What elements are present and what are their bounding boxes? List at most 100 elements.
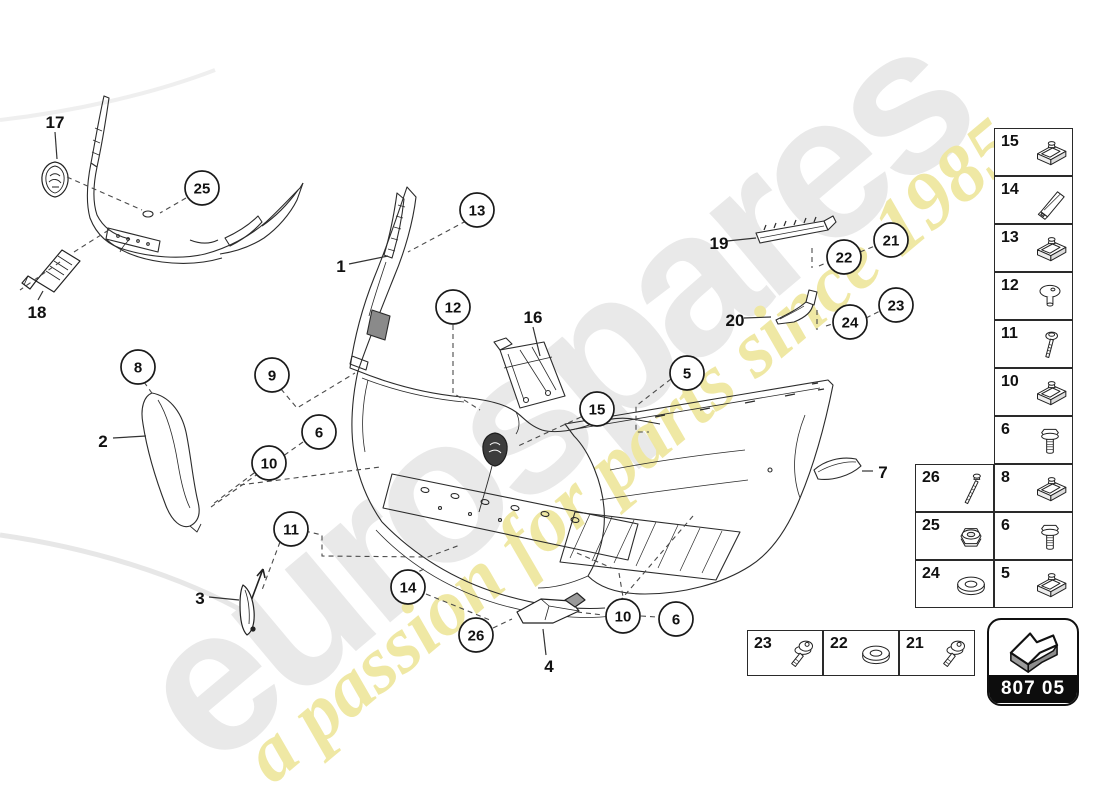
callout-label-7[interactable]: 7 [878,463,887,482]
callout-label-1[interactable]: 1 [336,257,345,276]
svg-text:8: 8 [134,359,142,376]
nut-icon [960,528,982,547]
washer-icon [957,576,985,596]
callout-circle-21[interactable]: 21 [873,222,909,258]
legend-part-number: 24 [922,565,940,582]
callout-label-3[interactable]: 3 [195,589,204,608]
callout-circle-10[interactable]: 10 [251,445,287,481]
callout-circle-6[interactable]: 6 [301,414,337,450]
bolt-icon [1041,524,1059,550]
bracket-3 [239,568,266,636]
screw-icon [1045,331,1058,358]
washer-icon [862,645,890,665]
legend-part-number: 15 [1001,133,1019,150]
legend-cell-10[interactable]: 10 [994,368,1073,416]
callout-circle-25[interactable]: 25 [184,170,220,206]
bracket-20 [775,289,818,325]
legend-cell-25[interactable]: 25 [915,512,994,560]
right-bumper-section [537,379,834,595]
long-bolt-icon [964,473,981,505]
leader-lines-solid [37,131,873,656]
svg-text:10: 10 [615,608,632,625]
callout-circle-5[interactable]: 5 [669,355,705,391]
legend-part-number: 26 [922,469,940,486]
callout-circle-23[interactable]: 23 [878,287,914,323]
callout-label-4[interactable]: 4 [544,657,554,676]
svg-text:9: 9 [268,367,276,384]
legend-cell-26[interactable]: 26 [915,464,994,512]
part-group-code: 807 05 [989,675,1077,703]
legend-part-number: 25 [922,517,940,534]
legend-part-number: 12 [1001,277,1019,294]
screw-18 [21,249,81,293]
svg-text:14: 14 [400,579,417,596]
svg-text:22: 22 [836,249,853,266]
callout-circle-11[interactable]: 11 [273,511,309,547]
svg-text:10: 10 [261,455,278,472]
callout-label-20[interactable]: 20 [726,311,745,330]
legend-part-number: 21 [906,635,924,652]
torx-screw-icon [791,640,813,667]
svg-text:13: 13 [469,202,486,219]
callout-label-2[interactable]: 2 [98,432,107,451]
legend-cell-6[interactable]: 6 [994,512,1073,560]
main-bumper [351,370,661,618]
clip-icon [1037,381,1067,406]
callout-label-17[interactable]: 17 [46,113,65,132]
legend-cell-6[interactable]: 6 [994,416,1073,464]
callout-circle-8[interactable]: 8 [120,349,156,385]
callout-circle-15[interactable]: 15 [579,391,615,427]
legend-cell-12[interactable]: 12 [994,272,1073,320]
svg-text:15: 15 [589,401,606,418]
legend-cell-23[interactable]: 23 [747,630,823,676]
side-marker-7 [813,457,862,480]
callout-circle-26[interactable]: 26 [458,617,494,653]
callout-circle-6[interactable]: 6 [658,601,694,637]
svg-text:21: 21 [883,232,900,249]
bolt-icon [1041,428,1059,454]
svg-text:23: 23 [888,297,905,314]
legend-cell-14[interactable]: 14 [994,176,1073,224]
callout-circle-10[interactable]: 10 [605,598,641,634]
legend-part-number: 13 [1001,229,1019,246]
legend-cell-8[interactable]: 8 [994,464,1073,512]
bracket-16 [493,337,566,409]
svg-text:6: 6 [672,611,680,628]
callout-label-19[interactable]: 19 [710,234,729,253]
legend-cell-24[interactable]: 24 [915,560,994,608]
clip-icon [1037,477,1067,502]
callout-circle-12[interactable]: 12 [435,289,471,325]
legend-cell-13[interactable]: 13 [994,224,1073,272]
legend-part-number: 6 [1001,517,1010,534]
callout-label-18[interactable]: 18 [28,303,47,322]
callout-circle-13[interactable]: 13 [459,192,495,228]
legend-part-number: 23 [754,635,772,652]
legend-cell-11[interactable]: 11 [994,320,1073,368]
bumper-cover-1 [349,186,417,372]
part-group-badge: 807 05 [987,618,1079,706]
clip-icon [1037,573,1067,598]
svg-text:24: 24 [842,314,859,331]
svg-text:12: 12 [445,299,462,316]
legend-part-number: 22 [830,635,848,652]
legend-cell-5[interactable]: 5 [994,560,1073,608]
callout-circle-14[interactable]: 14 [390,569,426,605]
callout-circle-9[interactable]: 9 [254,357,290,393]
clip-plate-4 [516,592,586,624]
legend-cell-21[interactable]: 21 [899,630,975,676]
svg-text:6: 6 [315,424,323,441]
legend-cell-15[interactable]: 15 [994,128,1073,176]
bumper-emblem [478,432,508,513]
leader-lines-dashed [19,176,881,629]
callout-circle-22[interactable]: 22 [826,239,862,275]
legend-cell-22[interactable]: 22 [823,630,899,676]
emblem-17 [41,161,69,198]
legend-part-number: 8 [1001,469,1010,486]
callout-circle-24[interactable]: 24 [832,304,868,340]
svg-text:5: 5 [683,365,691,382]
legend-part-number: 10 [1001,373,1019,390]
callout-label-16[interactable]: 16 [524,308,543,327]
direction-arrow-icon [1009,631,1059,673]
